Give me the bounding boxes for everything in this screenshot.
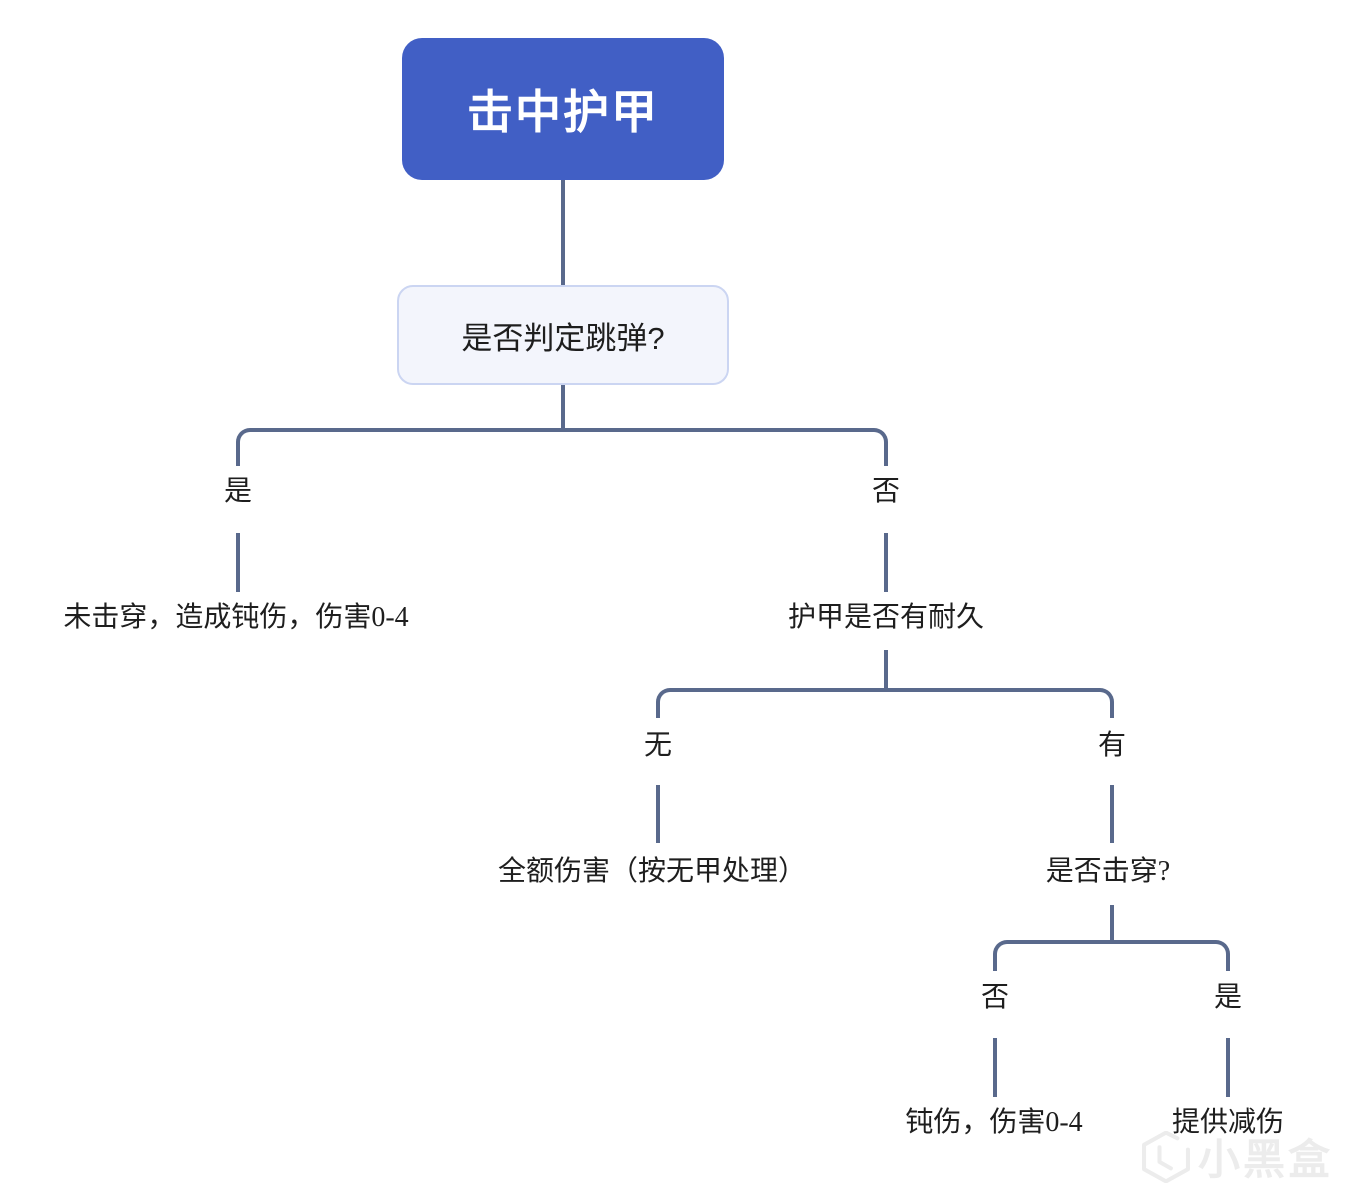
leaf-full-damage: 全额伤害（按无甲处理）	[497, 856, 807, 887]
branch1-yes-label: 是	[223, 476, 253, 507]
connector-no-to-durability	[884, 533, 888, 592]
connector-question-to-branch1	[561, 385, 565, 429]
connector-yes-to-result	[236, 533, 240, 592]
node-hit-armor: 击中护甲	[402, 38, 724, 180]
leaf-blunt-damage: 钝伤，伤害0-4	[905, 1107, 1083, 1138]
watermark: 小黑盒	[1140, 1126, 1333, 1187]
connector-yes-to-reduction	[1226, 1038, 1230, 1097]
branch2-has-label: 有	[1097, 730, 1127, 761]
connector-penetrate-to-branch3	[1110, 905, 1114, 942]
branch2-line	[656, 688, 1114, 718]
connector-root-to-question	[561, 180, 565, 285]
node-ricochet-question: 是否判定跳弹?	[397, 285, 729, 385]
node-hit-armor-label: 击中护甲	[467, 86, 659, 138]
connector-durability-to-branch2	[884, 650, 888, 690]
node-ricochet-question-label: 是否判定跳弹?	[461, 320, 665, 356]
leaf-damage-reduction: 提供减伤	[1171, 1107, 1285, 1138]
leaf-no-penetration-blunt: 未击穿，造成钝伤，伤害0-4	[63, 602, 409, 633]
branch1-no-label: 否	[871, 476, 901, 507]
branch1-line	[236, 428, 888, 466]
watermark-text: 小黑盒	[1198, 1136, 1334, 1183]
branch3-no-label: 否	[980, 982, 1010, 1013]
connector-no-to-blunt	[993, 1038, 997, 1097]
branch3-yes-label: 是	[1213, 982, 1243, 1013]
branch2-none-label: 无	[643, 730, 673, 761]
node-durability-question: 护甲是否有耐久	[787, 602, 985, 633]
connector-has-to-penetrate	[1110, 785, 1114, 843]
node-penetrate-question: 是否击穿?	[1045, 856, 1171, 887]
branch3-line	[993, 940, 1230, 971]
connector-none-to-fulldamage	[656, 785, 660, 843]
heybox-box-icon	[1142, 1130, 1190, 1183]
